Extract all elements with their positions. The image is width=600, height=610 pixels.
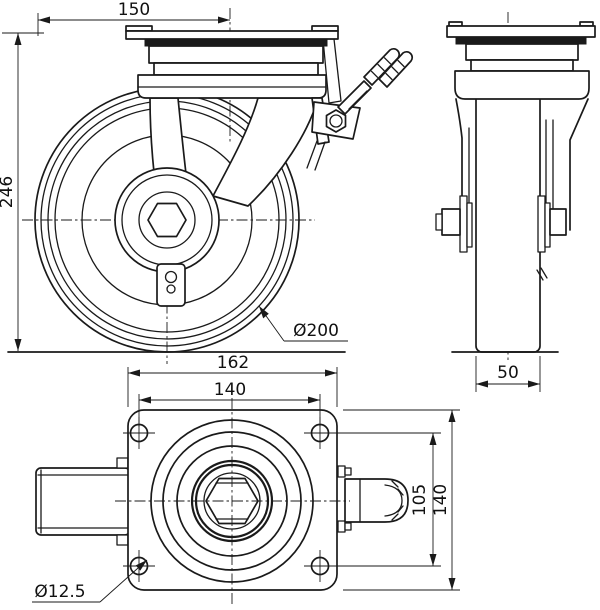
axle-hardware [435,195,567,281]
axle-bolt-head [441,208,461,236]
dim-bolt-spacing-width-label: 140 [214,380,246,400]
plate-body [125,30,339,40]
pedal-body [344,478,409,523]
dimension-plate-width: 162 [127,353,338,407]
dimension-overall-height: 246 [0,32,44,351]
grease-clip [536,269,544,281]
fork-tab [116,534,129,546]
wheel-side [475,85,541,353]
thread-guard-tab [156,263,186,307]
brake-rod [306,140,318,169]
pedal-bolt [337,465,346,478]
dim-swivel-radius-label: 150 [118,0,150,20]
swivel-bearing-front [137,38,328,99]
dimension-wheel-diameter: Ø200 [258,305,348,342]
lever-arm-line [348,90,368,110]
bearing-ring [148,45,324,64]
axle-hex-nut [147,202,187,238]
brake-lever-grip-side [378,50,414,88]
axle-nut [549,208,567,236]
brake-pivot-nut [325,109,347,133]
grip-knurl [391,66,399,74]
dimension-swivel-radius: 150 [37,0,230,36]
brake-pedal-plan [337,465,409,533]
hub-ring [138,191,196,249]
pedal-bolt [344,522,352,531]
pedal-knurl [391,480,399,488]
grip-knurl [370,70,379,78]
dim-bolt-hole-diameter-label: Ø12.5 [34,582,85,602]
grip-knurl [385,72,393,81]
bearing-ring [153,62,319,76]
fork-tab [116,457,129,469]
bearing-ring [465,43,579,61]
side-view [378,12,596,362]
swivel-housing-side [454,70,590,100]
pedal-bolt [344,467,352,476]
fork-leg-right [212,97,319,207]
brake-lever-arm [337,80,372,115]
plate-body [446,25,596,38]
tab-bolt [164,270,178,284]
grip-knurl [397,59,405,68]
brake-pivot-bolt [329,114,343,128]
pedal-bolt [337,520,346,533]
axle-bolt-tip [435,213,443,231]
dim-plate-depth-label: 140 [431,484,451,516]
wheel-footprint [35,467,131,536]
fork-leg-left-side [455,98,463,231]
bearing-seal-band [144,38,328,47]
dimension-bolt-spacing-depth: 105 [330,432,441,567]
axle-washer [459,195,468,253]
brake-assembly-front [306,47,401,171]
pedal-knurl [397,505,404,513]
grip-knurl [383,57,392,65]
dim-overall-height-label: 246 [0,176,17,208]
dimension-wheel-width: 50 [475,356,541,392]
grease-clip [540,267,548,279]
grip-knurl [377,63,385,72]
axle-washer [466,202,473,248]
dim-wheel-width-label: 50 [497,363,519,383]
fork-leg-right-side [569,98,589,231]
dim-wheel-diameter-label: Ø200 [293,321,339,341]
plan-view [35,398,409,606]
bearing-ring [470,59,574,72]
brake-lever-side [378,50,414,88]
dimension-bolt-spacing-width: 140 [138,380,321,427]
wheel-top-outline [35,467,131,536]
mounting-plate-front [125,25,339,40]
dimension-plate-depth: 140 [343,409,460,591]
dim-bolt-spacing-depth-label: 105 [410,484,430,516]
pedal-inner-line [384,484,403,517]
dim-plate-width-label: 162 [217,353,249,373]
axle-washer [537,195,546,253]
wheel-hub [114,167,220,273]
tab-bolt [166,284,176,294]
mounting-plate-side [446,21,596,100]
dimensions: 150 246 Ø200 50 [0,0,541,603]
bearing-seal-band [455,36,587,45]
dimension-bolt-hole-diameter: Ø12.5 [32,559,148,603]
front-view [22,8,401,364]
pedal-knurl [391,513,399,521]
brake-rod [314,141,326,171]
pedal-knurl [397,488,404,496]
